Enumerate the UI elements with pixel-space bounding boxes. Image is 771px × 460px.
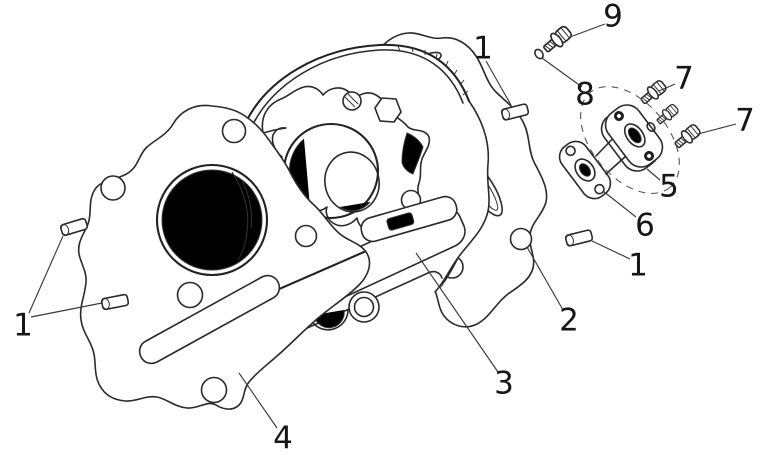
flange-screw-upper [640,80,667,105]
head-gasket-hole [200,376,228,404]
leader-1-left-b [30,302,103,318]
secondary-air-flange [600,104,664,172]
leader-5 [646,168,661,181]
head-gasket-hole [176,281,204,309]
callout-4: 4 [273,420,293,457]
leader-2 [526,246,564,311]
sealing-washer [534,48,544,60]
callout-8: 8 [575,76,595,113]
leader-1-left-a [28,235,64,314]
leader-7-lower [697,123,737,135]
head-gasket-window [138,274,281,365]
flange-group-dashed-outline [580,86,680,194]
head-gasket-hole [294,224,318,248]
head-gasket-bore-opening [155,163,269,277]
dowel-pin [100,293,130,311]
callout-5: 5 [659,168,679,205]
plug-pocket [401,132,424,175]
cylinder-fin-arc [244,43,471,124]
callout-7-lower: 7 [735,102,755,139]
fin-hatch [397,45,469,96]
callout-1-left: 1 [13,307,33,344]
flange-screw-lower [674,124,701,149]
dowel-pin [59,217,89,237]
special-screw [543,25,572,53]
middle-screw-washer [646,121,656,133]
flange-boss-window [360,195,458,243]
leader-6 [602,190,637,218]
oil-passage-hole [342,91,362,111]
dowel-pin [500,103,530,121]
leader-1-right [591,240,631,260]
leader-3 [415,252,499,373]
callout-9: 9 [603,0,623,35]
callout-3: 3 [494,365,514,402]
callout-7-upper: 7 [674,60,694,97]
callout-1-top: 1 [473,30,493,67]
head-gasket-hole [221,118,247,144]
leader-lines [28,23,737,429]
cylinder-head-gasket [77,104,371,410]
cylinder-right-edge [434,100,490,293]
leader-1-top [485,60,512,106]
leader-7-upper [658,83,676,92]
cylinder-bore-inner [324,151,380,213]
callout-2: 2 [559,302,579,339]
hex-plug [374,97,402,123]
head-gasket-hole [100,175,126,201]
dowel-pin [564,229,594,247]
flange-screw-middle [656,103,679,125]
leader-8 [541,57,583,88]
leader-9 [569,23,606,38]
air-flange-gasket [558,140,612,200]
base-gasket-hole [509,227,533,251]
leader-4 [238,372,278,429]
callout-1-right: 1 [628,247,648,284]
callout-6: 6 [635,207,655,244]
